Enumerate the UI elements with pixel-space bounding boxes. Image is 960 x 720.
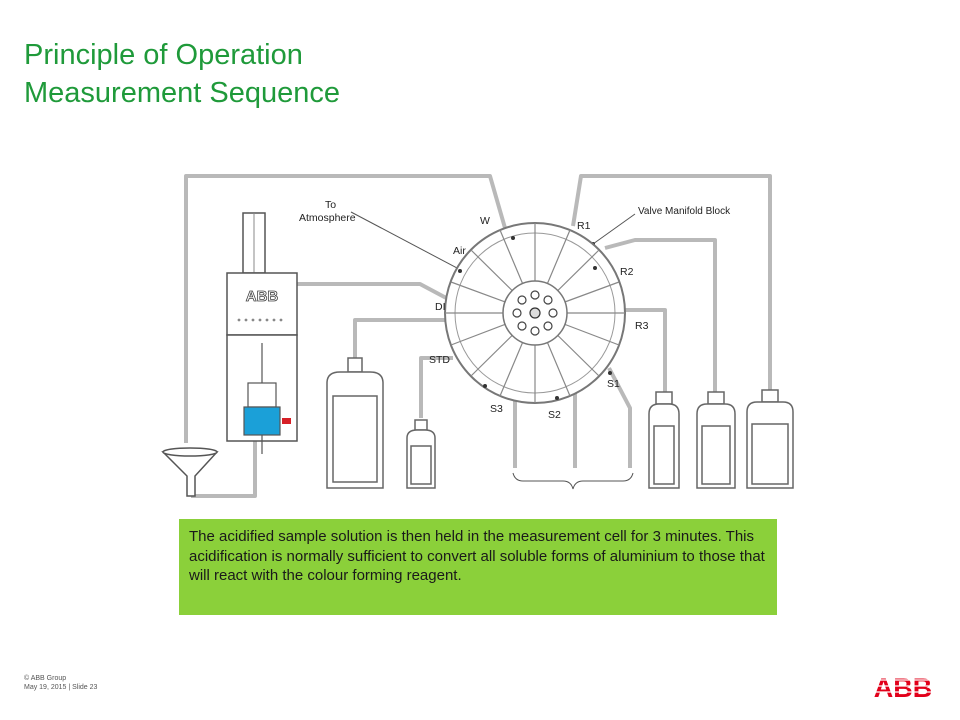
valve-manifold-diagram: ABB To Atmosphere W	[155, 168, 803, 502]
svg-text:ABB: ABB	[246, 288, 279, 305]
label-to: To	[325, 199, 336, 211]
label-r2: R2	[620, 266, 634, 278]
label-valve-manifold: Valve Manifold Block	[638, 206, 731, 217]
slide-subtitle: Measurement Sequence	[24, 77, 340, 109]
label-di: DI	[435, 301, 446, 313]
label-r1: R1	[577, 220, 591, 232]
label-r3: R3	[635, 320, 649, 332]
bottles	[326, 357, 794, 489]
footer-copyright: © ABB Group	[24, 675, 67, 682]
label-std: STD	[429, 354, 450, 366]
funnel	[161, 447, 219, 497]
label-s1: S1	[607, 378, 620, 390]
description-callout: The acidified sample solution is then he…	[179, 519, 777, 615]
slide-title: Principle of Operation	[24, 39, 303, 71]
svg-text:ABB: ABB	[874, 673, 933, 702]
footer-date-slide: May 19, 2015 | Slide 23	[24, 684, 98, 691]
abb-logo: ABB	[868, 673, 938, 702]
label-s3: S3	[490, 403, 503, 415]
label-atmosphere: Atmosphere	[299, 212, 356, 224]
label-w: W	[480, 215, 490, 227]
analyzer-unit: ABB	[226, 212, 298, 454]
manifold-wheel	[444, 222, 626, 404]
label-s2: S2	[548, 409, 561, 421]
label-air: Air	[453, 245, 466, 257]
